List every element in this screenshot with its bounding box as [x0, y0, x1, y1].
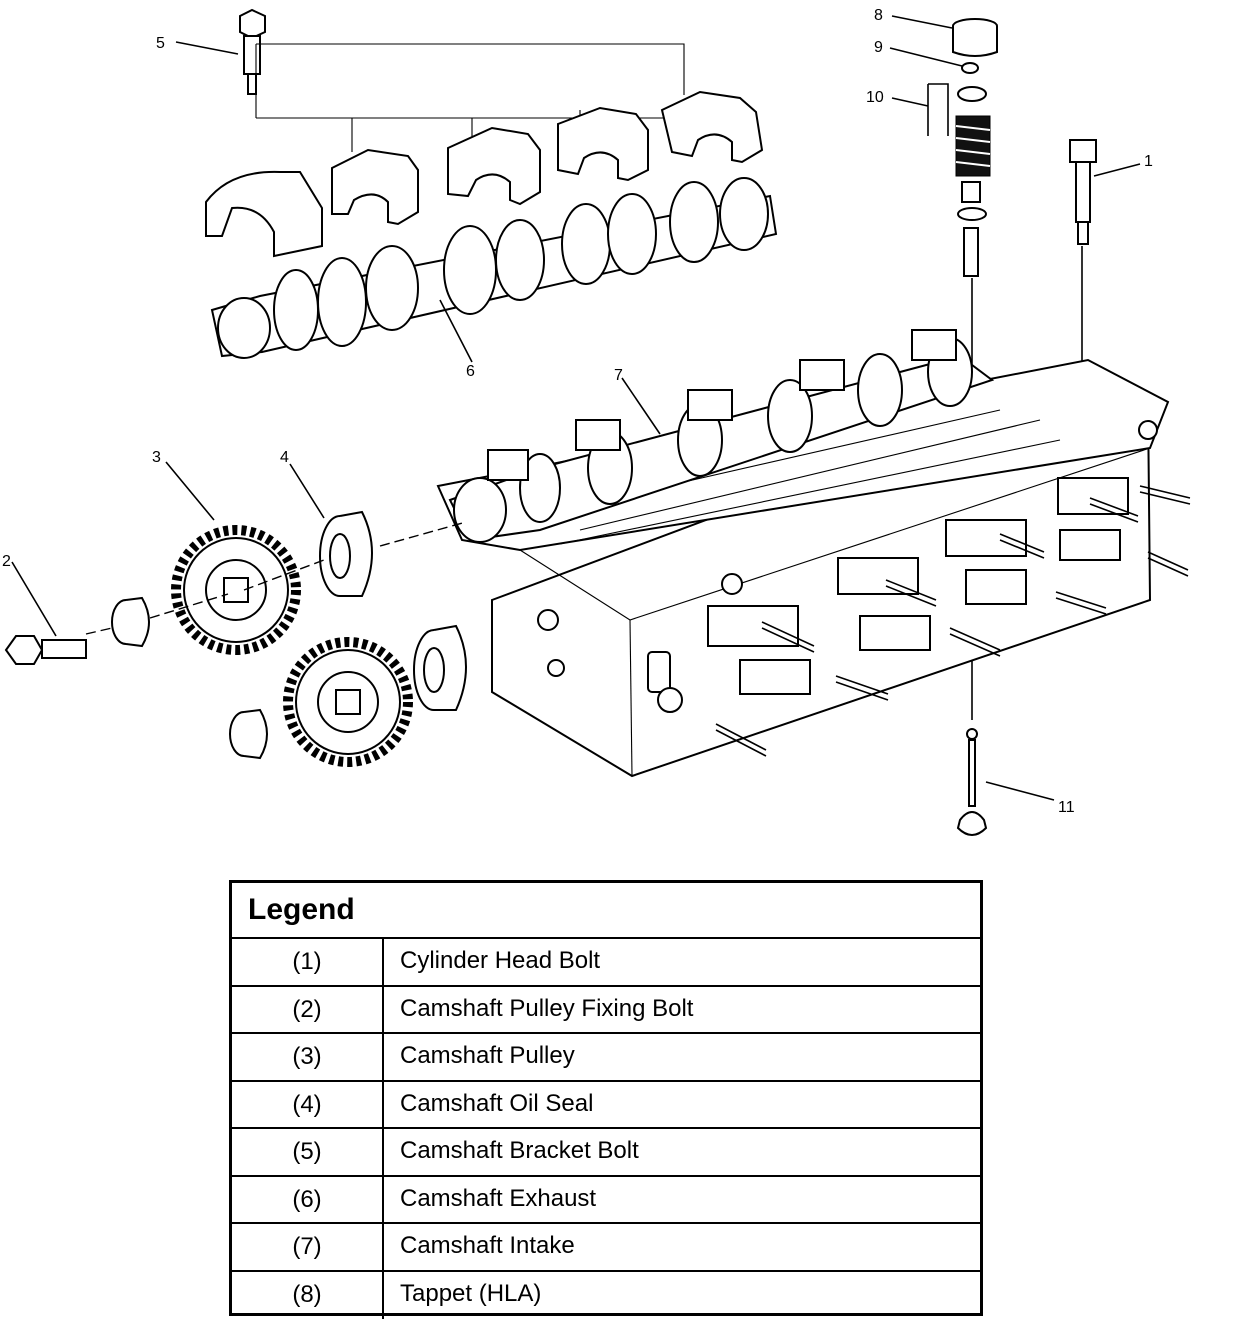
legend-row: (7) Camshaft Intake: [232, 1224, 980, 1272]
camshaft-bracket-bolt: [239, 8, 266, 95]
legend-row-number: (1): [232, 939, 384, 985]
legend-row-number: (8): [232, 1271, 384, 1319]
legend-row-label: Camshaft Pulley Fixing Bolt: [400, 994, 694, 1022]
callout-3: 3: [152, 449, 161, 466]
tappet-hla: [952, 18, 998, 57]
legend-title: Legend: [232, 883, 980, 939]
cylinder-head-bolt: [1069, 139, 1097, 245]
legend-row-number: (6): [232, 1176, 384, 1222]
legend-row-label: Camshaft Exhaust: [400, 1184, 597, 1212]
legend-row-number: (5): [232, 1129, 384, 1175]
camshaft-oil-seal: [319, 510, 467, 711]
camshaft-intake: [448, 329, 995, 543]
callout-8: 8: [874, 7, 883, 24]
studs: [715, 485, 1191, 757]
camshaft-pulley-fixing-bolt: [4, 635, 87, 665]
camshaft-exhaust: [210, 177, 778, 359]
legend-row-number: (3): [232, 1034, 384, 1080]
callout-1: 1: [1144, 153, 1153, 170]
legend-row-label: Camshaft Oil Seal: [400, 1089, 594, 1117]
legend-row-label: Camshaft Bracket Bolt: [400, 1137, 639, 1164]
callout-7: 7: [614, 367, 623, 384]
pulley-spacer: [111, 596, 268, 760]
legend-row-label: Tappet (HLA): [400, 1279, 542, 1307]
legend-row: (4) Camshaft Oil Seal: [232, 1081, 980, 1129]
legend-row-number: (7): [232, 1224, 384, 1270]
legend-row-label: Camshaft Pulley: [400, 1042, 575, 1069]
callout-2: 2: [2, 553, 11, 570]
valve-spring-assembly: [955, 86, 991, 277]
legend-row-number: (2): [232, 986, 384, 1032]
legend-table: Legend (1) Cylinder Head Bolt (2) Camsha…: [229, 880, 983, 1319]
legend-row: (8) Tappet (HLA): [232, 1271, 980, 1319]
camshaft-pulley: [171, 525, 413, 767]
legend-row: (6) Camshaft Exhaust: [232, 1176, 980, 1224]
legend-row: (3) Camshaft Pulley: [232, 1034, 980, 1082]
callout-11: 11: [1058, 799, 1075, 816]
legend-row: (5) Camshaft Bracket Bolt: [232, 1129, 980, 1177]
valve: [956, 728, 988, 836]
legend-row: (2) Camshaft Pulley Fixing Bolt: [232, 986, 980, 1034]
valve-keeper: [961, 62, 979, 74]
exploded-view-diagram: 1 2 3 4 5 6 7 8 9 10 11: [2, 7, 1191, 836]
callout-9: 9: [874, 39, 883, 56]
legend-row-label: Cylinder Head Bolt: [400, 947, 601, 974]
callout-6: 6: [466, 363, 475, 380]
callout-5: 5: [156, 35, 165, 52]
legend-row-label: Camshaft Intake: [400, 1232, 575, 1259]
callout-4: 4: [280, 449, 289, 466]
legend-row: (1) Cylinder Head Bolt: [232, 939, 980, 987]
legend-row-number: (4): [232, 1081, 384, 1127]
bearing-caps: [205, 90, 764, 258]
callout-10: 10: [866, 89, 884, 106]
